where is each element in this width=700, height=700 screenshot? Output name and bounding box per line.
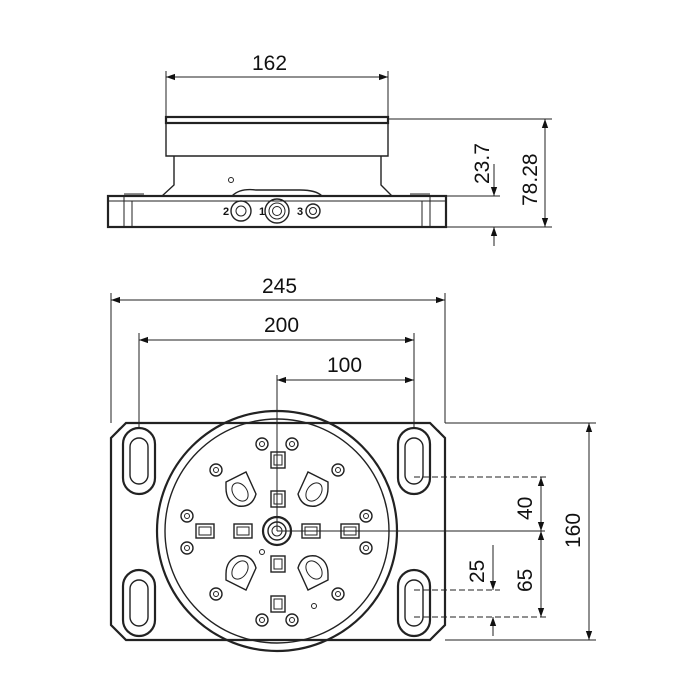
- small-hole: [228, 177, 234, 183]
- top-view: 245 200 100 160 40 65 25: [109, 275, 596, 653]
- dim-160: 160: [562, 513, 585, 548]
- dim-25: 25: [466, 560, 489, 583]
- top-body: [165, 122, 389, 157]
- base-plate: [106, 194, 448, 229]
- top-plate: [109, 421, 447, 642]
- port-3-label: 3: [297, 206, 303, 218]
- port-1: [264, 198, 290, 224]
- pocket-top-right: [297, 471, 329, 507]
- pocket-top-left: [225, 471, 257, 507]
- port-2: [230, 200, 252, 222]
- dim-23-7: 23.7: [471, 143, 494, 184]
- slot-bottom-right: [396, 568, 432, 638]
- slot-bottom-left: [121, 568, 157, 638]
- dim-245: 245: [262, 275, 297, 298]
- dim-162: 162: [252, 52, 287, 75]
- dim-100: 100: [327, 354, 362, 377]
- port-3: [305, 203, 321, 219]
- slot-top-left: [121, 426, 157, 496]
- slot-top-right: [396, 426, 432, 496]
- side-view: 2 1 3 162 78.28 23.7: [106, 52, 552, 246]
- dim-65: 65: [514, 569, 537, 592]
- dim-78-28: 78.28: [519, 153, 542, 206]
- dim-200: 200: [264, 314, 299, 337]
- port-2-label: 2: [223, 206, 229, 218]
- ring-screws: [180, 437, 373, 627]
- pocket-bottom-right: [297, 555, 329, 591]
- dim-40: 40: [514, 497, 537, 520]
- port-1-label: 1: [259, 206, 265, 218]
- pocket-bottom-left: [225, 555, 257, 591]
- top-ring: [164, 115, 390, 125]
